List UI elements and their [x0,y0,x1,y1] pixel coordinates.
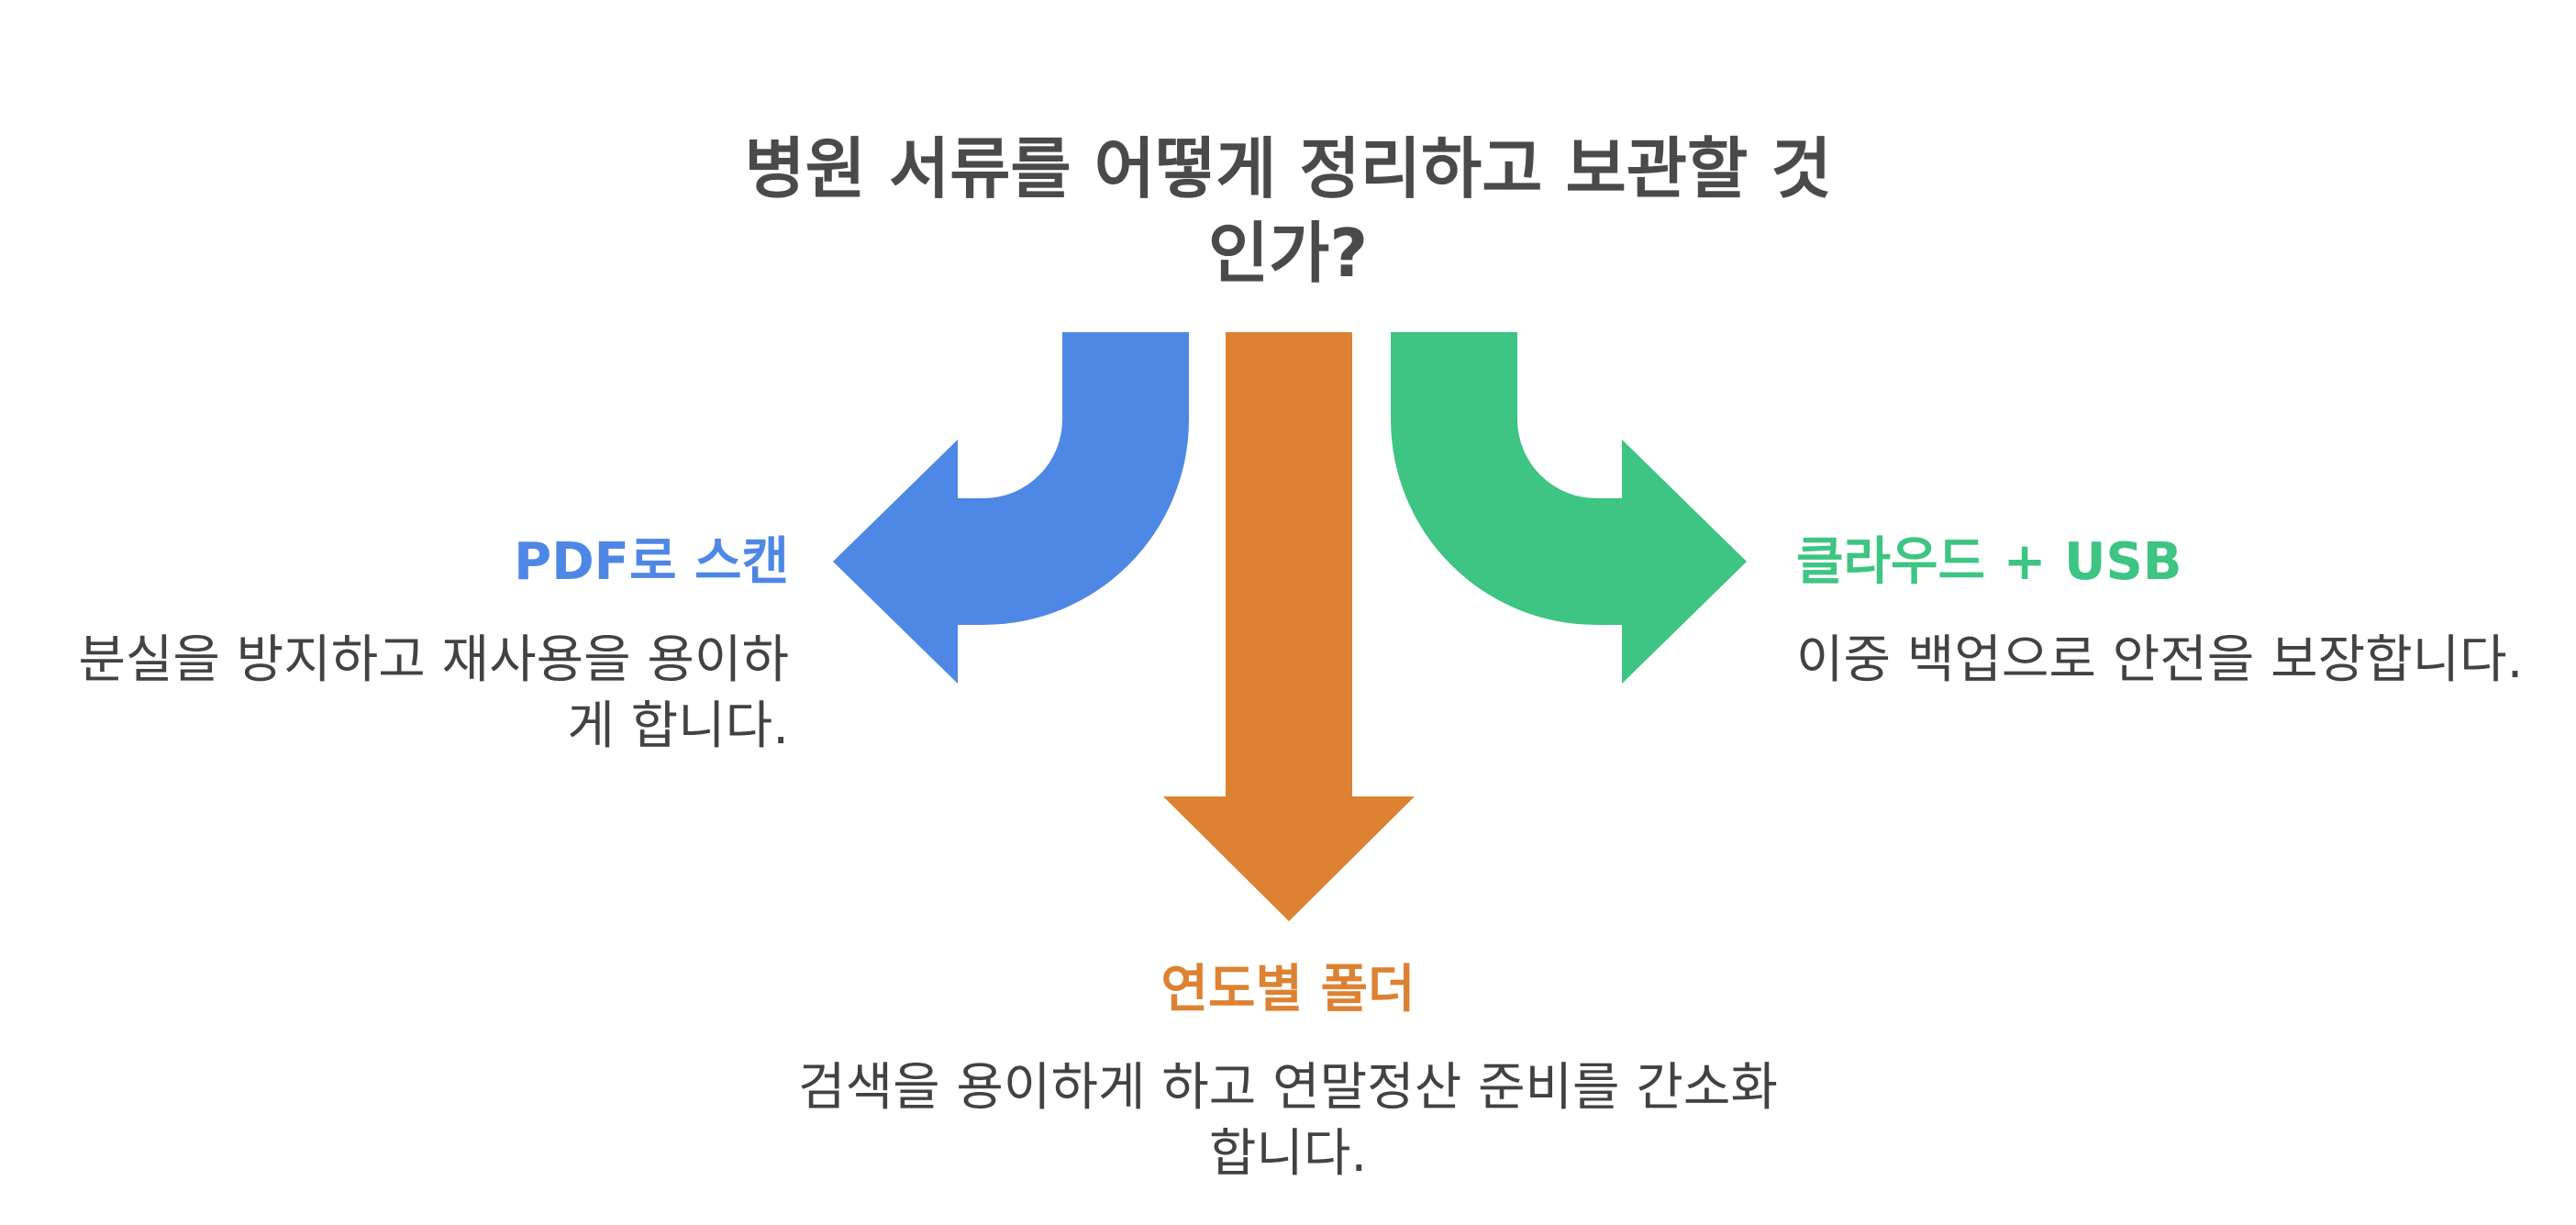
option-heading-cloud-usb: 클라우드 + USB [1796,532,2182,592]
option-heading-scan-pdf: PDF로 스캔 [514,532,789,592]
straight-arrow-down-icon [1163,332,1415,921]
curved-arrow-right-icon [1391,332,1747,684]
option-description-yearly-folders: 검색을 용이하게 하고 연말정산 준비를 간소화합니다. [798,1058,1778,1184]
curved-arrow-left-icon [833,332,1189,684]
option-description-cloud-usb: 이중 백업으로 안전을 보장합니다. [1796,630,2524,690]
diagram-title: 병원 서류를 어떻게 정리하고 보관할 것인가? [744,130,1832,292]
option-heading-yearly-folders: 연도별 폴더 [1160,960,1416,1019]
option-description-scan-pdf: 분실을 방지하고 재사용을 용이하게 합니다. [78,630,789,756]
